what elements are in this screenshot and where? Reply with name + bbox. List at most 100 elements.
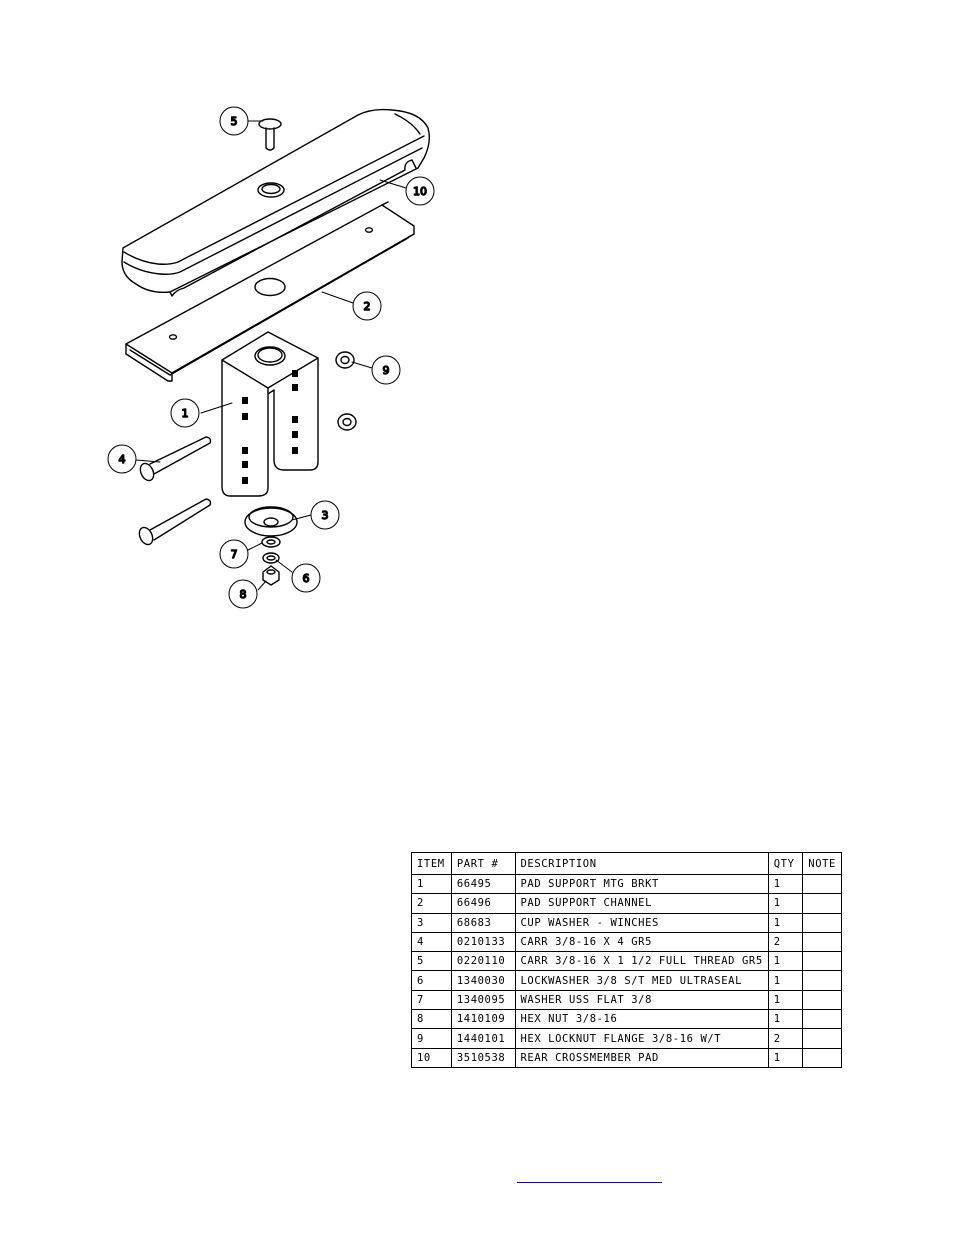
- cell-item: 8: [411, 1009, 452, 1030]
- svg-text:5: 5: [231, 115, 238, 128]
- cell-part: 68683: [450, 912, 516, 933]
- cell-description: CARR 3/8-16 X 4 GR5: [514, 931, 769, 953]
- carriage-bolt-long: [138, 436, 212, 546]
- svg-text:4: 4: [119, 453, 126, 466]
- cell-item: 4: [411, 931, 452, 953]
- cell-part: 1340095: [450, 989, 516, 1011]
- cell-description: HEX LOCKNUT FLANGE 3/8-16 W/T: [514, 1028, 769, 1049]
- header-qty: QTY: [767, 852, 804, 875]
- header-item: ITEM: [411, 852, 452, 875]
- cell-note: [802, 912, 842, 933]
- cell-note: [802, 1047, 842, 1068]
- cell-qty: 2: [767, 1028, 804, 1049]
- lockwasher: [262, 552, 280, 564]
- cell-qty: 1: [767, 873, 804, 895]
- pad-support-channel: [125, 201, 415, 382]
- header-description: DESCRIPTION: [514, 852, 769, 875]
- cell-qty: 1: [767, 912, 804, 933]
- header-part: PART #: [450, 852, 516, 875]
- header-note: NOTE: [802, 852, 842, 875]
- pad-support-mtg-brkt: [221, 331, 319, 497]
- cell-part: 0220110: [450, 951, 516, 972]
- cell-item: 5: [411, 951, 452, 972]
- cell-part: 1340030: [450, 970, 516, 991]
- svg-text:6: 6: [303, 572, 310, 585]
- cell-qty: 2: [767, 931, 804, 953]
- callout-10: 10: [405, 176, 435, 206]
- cell-description: PAD SUPPORT MTG BRKT: [514, 873, 769, 895]
- cell-description: REAR CROSSMEMBER PAD: [514, 1047, 769, 1068]
- cell-part: 66496: [450, 893, 516, 914]
- cell-description: WASHER USS FLAT 3/8: [514, 989, 769, 1011]
- callout-3: 3: [310, 500, 340, 530]
- svg-text:1: 1: [182, 407, 189, 420]
- cell-description: CUP WASHER - WINCHES: [514, 912, 769, 933]
- cell-part: 1440101: [450, 1028, 516, 1049]
- callout-6: 6: [291, 563, 321, 593]
- cell-qty: 1: [767, 1009, 804, 1030]
- table-header-row: ITEM PART # DESCRIPTION QTY NOTE: [411, 852, 842, 875]
- cell-description: CARR 3/8-16 X 1 1/2 FULL THREAD GR5: [514, 951, 769, 972]
- callout-1: 1: [170, 398, 200, 428]
- cell-item: 6: [411, 970, 452, 991]
- svg-text:2: 2: [364, 300, 371, 313]
- cell-description: PAD SUPPORT CHANNEL: [514, 893, 769, 914]
- svg-text:7: 7: [231, 548, 238, 561]
- cell-note: [802, 931, 842, 953]
- exploded-parts-diagram: 1 2 3 4 5 6 7 8 9 10: [107, 106, 435, 609]
- cell-qty: 1: [767, 989, 804, 1011]
- cell-part: 3510538: [450, 1047, 516, 1068]
- svg-text:9: 9: [383, 364, 390, 377]
- crossmember-pad: [121, 108, 431, 297]
- cell-item: 3: [411, 912, 452, 933]
- cell-note: [802, 873, 842, 895]
- cell-part: 66495: [450, 873, 516, 895]
- cell-description: HEX NUT 3/8-16: [514, 1009, 769, 1030]
- footer-link-underline[interactable]: [517, 1182, 662, 1183]
- cup-washer: [244, 506, 298, 537]
- cell-part: 1410109: [450, 1009, 516, 1030]
- cell-qty: 1: [767, 893, 804, 914]
- hex-nut: [262, 565, 280, 586]
- cell-qty: 1: [767, 951, 804, 972]
- callout-7: 7: [219, 539, 249, 569]
- flat-washer: [261, 536, 281, 548]
- leader-lines: [135, 120, 407, 591]
- cell-item: 7: [411, 989, 452, 1011]
- cell-qty: 1: [767, 1047, 804, 1068]
- callout-5: 5: [219, 106, 249, 136]
- callout-2: 2: [352, 291, 382, 321]
- cell-note: [802, 989, 842, 1011]
- callout-8: 8: [228, 579, 258, 609]
- svg-text:3: 3: [322, 509, 329, 522]
- cell-note: [802, 951, 842, 972]
- callout-9: 9: [371, 355, 401, 385]
- cell-part: 0210133: [450, 931, 516, 953]
- svg-text:8: 8: [240, 588, 247, 601]
- carriage-bolt-short: [258, 118, 282, 151]
- cell-qty: 1: [767, 970, 804, 991]
- cell-description: LOCKWASHER 3/8 S/T MED ULTRASEAL: [514, 970, 769, 991]
- callout-4: 4: [107, 444, 137, 474]
- cell-item: 10: [411, 1047, 452, 1068]
- cell-item: 1: [411, 873, 452, 895]
- cell-item: 9: [411, 1028, 452, 1049]
- cell-note: [802, 1009, 842, 1030]
- svg-text:10: 10: [413, 185, 427, 198]
- cell-note: [802, 970, 842, 991]
- hex-locknut-flange: [335, 351, 357, 431]
- cell-note: [802, 1028, 842, 1049]
- cell-note: [802, 893, 842, 914]
- cell-item: 2: [411, 893, 452, 914]
